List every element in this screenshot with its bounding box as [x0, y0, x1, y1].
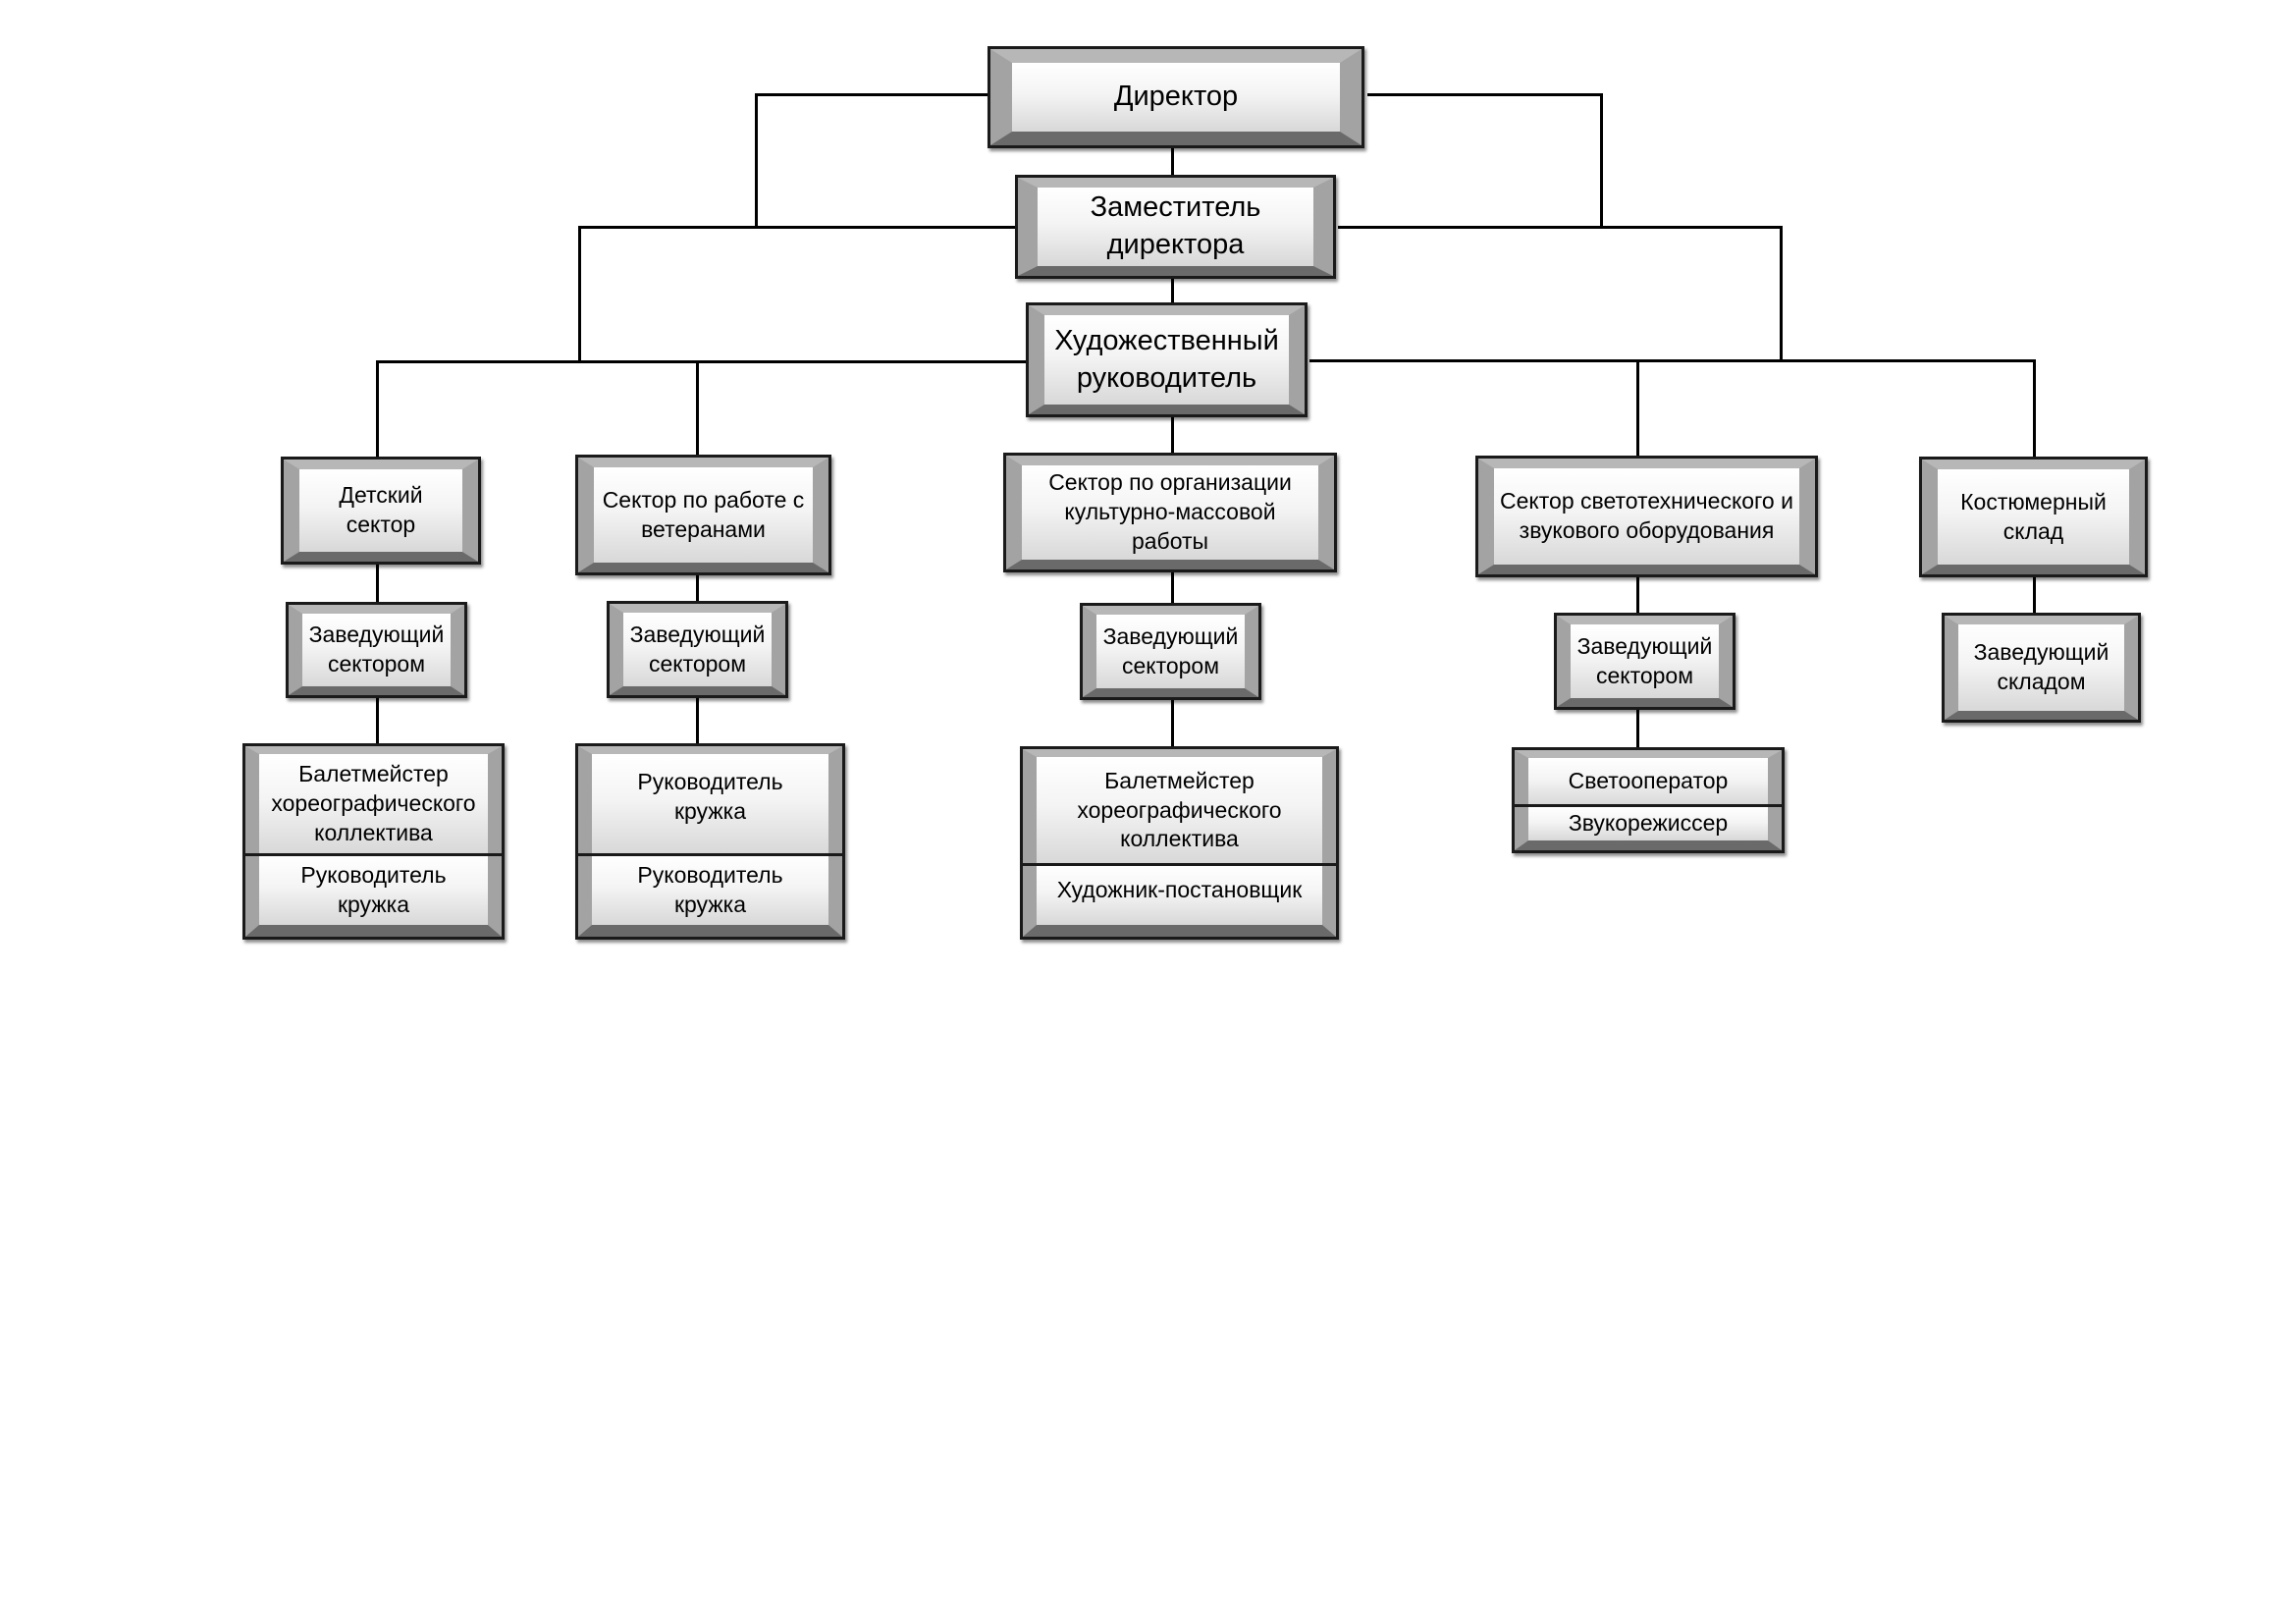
connector — [1367, 93, 1603, 96]
staff-box: Руководитель кружка Руководитель кружка — [575, 743, 845, 940]
connector — [696, 698, 699, 743]
connector — [755, 93, 990, 96]
connector — [1600, 93, 1603, 229]
connector — [376, 698, 379, 743]
connector — [755, 93, 758, 229]
staff-label: Звукорежиссер — [1568, 810, 1729, 837]
staff-box: Балетмейстер хореографического коллектив… — [1020, 746, 1339, 940]
connector — [1171, 700, 1174, 746]
connector — [696, 360, 699, 455]
connector — [578, 226, 581, 361]
staff-label: Художник-постановщик — [1056, 877, 1303, 902]
staff-label: Руководитель кружка — [637, 769, 783, 824]
staff-box: Светооператор Звукорежиссер — [1512, 747, 1785, 853]
connector — [1636, 577, 1639, 613]
connector — [376, 360, 379, 457]
connector — [2033, 577, 2036, 613]
sector-label: Костюмерный склад — [1960, 488, 2107, 544]
sector-label: Сектор по организации культурно-массовой… — [1048, 469, 1292, 554]
head-label: Заведующий сектором — [629, 621, 766, 677]
connector — [578, 226, 1018, 229]
sector-box-veterans: Сектор по работе с ветеранами — [575, 455, 831, 575]
head-label: Заведующий сектором — [1576, 632, 1713, 688]
connector — [1171, 417, 1174, 454]
head-box: Заведующий сектором — [1080, 603, 1261, 700]
staff-label: Балетмейстер хореографического коллектив… — [1077, 767, 1282, 852]
connector — [2033, 359, 2036, 457]
connector — [696, 575, 699, 601]
sector-box-cultural-events: Сектор по организации культурно-массовой… — [1003, 453, 1337, 572]
art-director-box: Художественный руководитель — [1026, 302, 1308, 417]
staff-label: Балетмейстер хореографического коллектив… — [271, 761, 476, 845]
director-box: Директор — [988, 46, 1364, 148]
staff-label: Руководитель кружка — [300, 862, 447, 917]
deputy-director-box: Заместитель директора — [1015, 175, 1336, 279]
director-label: Директор — [1113, 81, 1239, 113]
head-label: Заведующий сектором — [1102, 623, 1239, 678]
staff-label: Руководитель кружка — [637, 862, 783, 917]
deputy-director-label: Заместитель директора — [1090, 191, 1261, 260]
head-label: Заведующий сектором — [308, 622, 445, 677]
connector — [1309, 359, 2036, 362]
connector — [1338, 226, 1783, 229]
connector — [376, 360, 1029, 363]
head-box: Заведующий складом — [1942, 613, 2141, 723]
sector-label: Сектор по работе с ветеранами — [602, 486, 805, 542]
sector-box-light-sound: Сектор светотехнического и звукового обо… — [1475, 456, 1818, 577]
head-box: Заведующий сектором — [607, 601, 788, 698]
connector — [1171, 279, 1174, 304]
sector-box-costume-storage: Костюмерный склад — [1919, 457, 2148, 577]
sector-label: Сектор светотехнического и звукового обо… — [1500, 488, 1793, 543]
connector — [1636, 710, 1639, 747]
head-label: Заведующий складом — [1973, 639, 2109, 694]
sector-label: Детский сектор — [339, 482, 423, 537]
staff-label: Светооператор — [1568, 768, 1729, 794]
art-director-label: Художественный руководитель — [1054, 324, 1279, 394]
connector — [1171, 572, 1174, 603]
connector — [1636, 359, 1639, 456]
head-box: Заведующий сектором — [1554, 613, 1735, 710]
connector — [1171, 148, 1174, 176]
staff-box: Балетмейстер хореографического коллектив… — [242, 743, 505, 940]
connector — [1780, 226, 1783, 361]
connector — [376, 565, 379, 602]
sector-box-children: Детский сектор — [281, 457, 481, 565]
head-box: Заведующий сектором — [286, 602, 467, 698]
